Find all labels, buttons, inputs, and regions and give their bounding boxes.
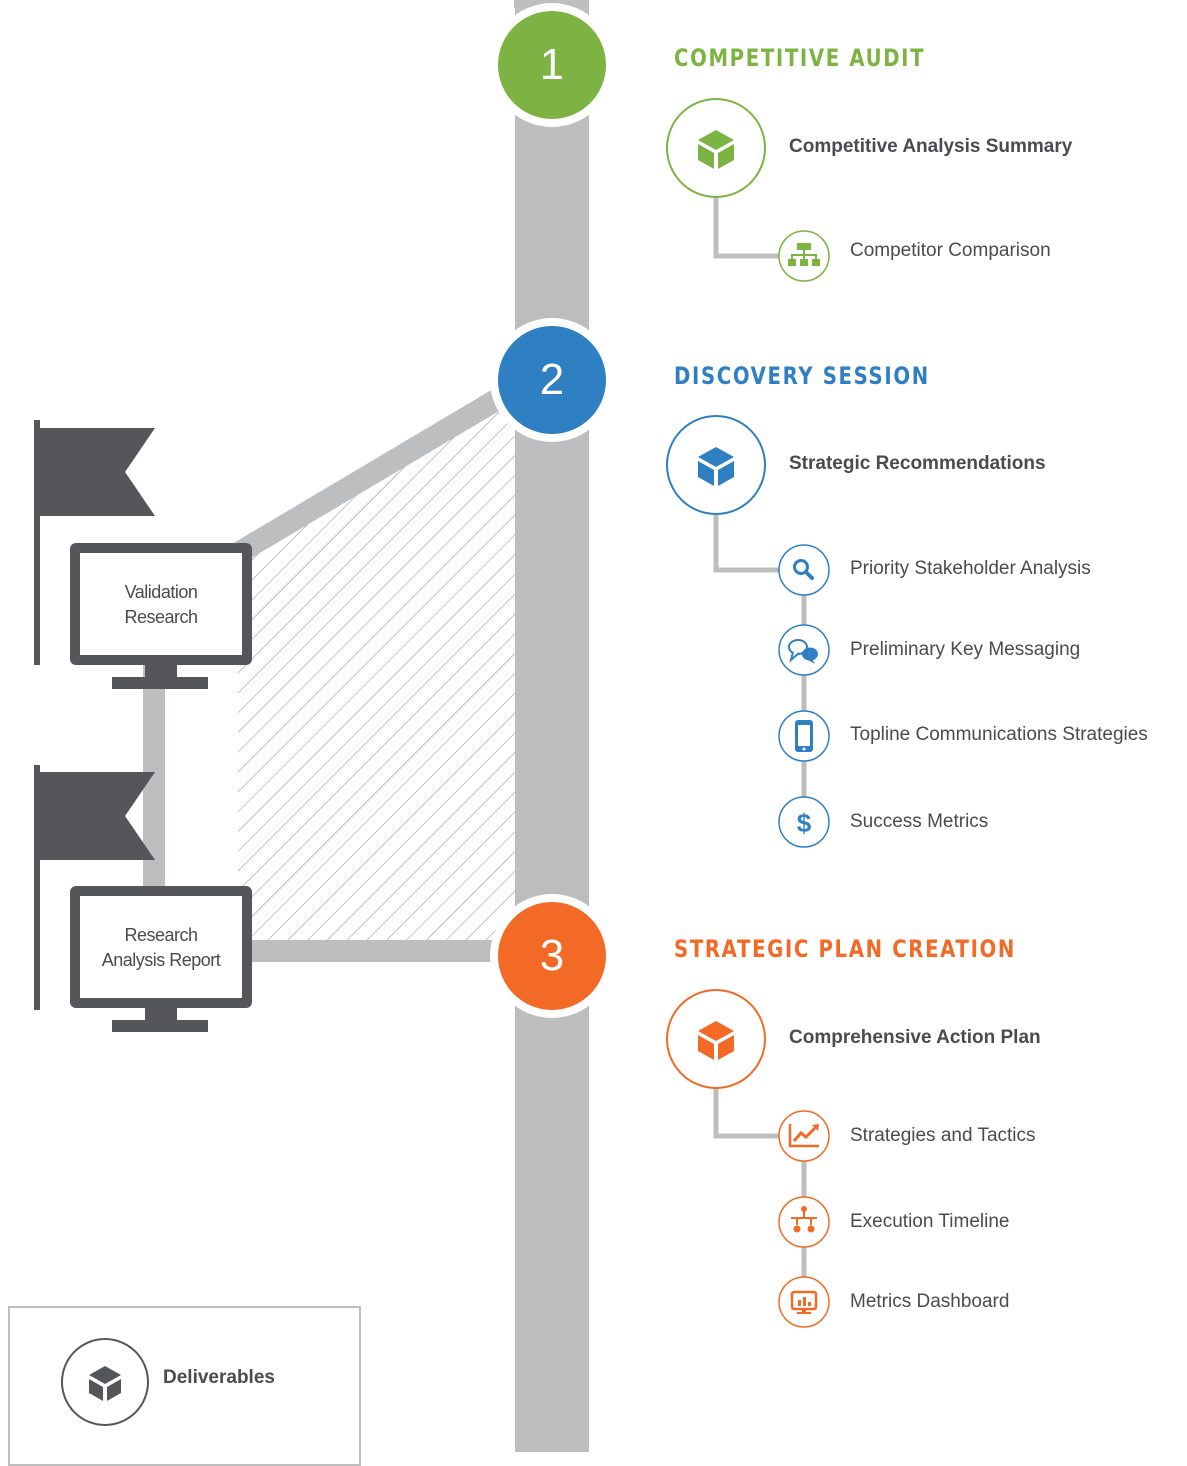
smartphone-icon xyxy=(795,720,813,752)
item-2-4-badge: $ xyxy=(778,796,830,848)
flag-icon-top xyxy=(34,420,155,665)
stage-3-number: 3 xyxy=(539,931,565,980)
timeline-bar xyxy=(515,0,589,1452)
monitor-icon-bottom xyxy=(70,886,252,1032)
stage-2-title: DISCOVERY SESSION xyxy=(674,362,930,390)
deliverable-3-label: Comprehensive Action Plan xyxy=(789,1027,1041,1048)
item-3-2-label: Execution Timeline xyxy=(850,1211,1010,1232)
item-2-2-badge xyxy=(778,624,830,676)
item-2-2-label: Preliminary Key Messaging xyxy=(850,639,1081,660)
item-3-3-label: Metrics Dashboard xyxy=(850,1291,1010,1312)
research-analysis-report-label: Research Analysis Report xyxy=(80,923,242,973)
item-1-1-label: Competitor Comparison xyxy=(850,240,1051,261)
stage-3-title: STRATEGIC PLAN CREATION xyxy=(674,935,1017,963)
research-connector-top xyxy=(234,390,502,562)
stage-2-connector xyxy=(713,515,780,573)
item-2-1-badge xyxy=(778,544,830,596)
flag-icon-bottom xyxy=(34,765,155,1010)
item-3-3-badge xyxy=(778,1276,830,1328)
deliverable-3-badge xyxy=(666,989,766,1089)
research-hatch-area xyxy=(238,395,515,945)
validation-research-line-2: Research xyxy=(124,607,198,627)
stage-3-circle xyxy=(498,902,606,1010)
magnifier-icon xyxy=(793,559,814,580)
item-1-1-badge xyxy=(778,230,830,282)
legend-badge xyxy=(61,1338,149,1426)
research-connector-bottom xyxy=(240,940,510,962)
monitor-icon-top xyxy=(70,543,252,689)
dollar-icon: $ xyxy=(797,808,812,838)
research-analysis-line-1: Research xyxy=(124,925,198,945)
validation-research-label: Validation Research xyxy=(80,580,242,630)
stage-1-title: COMPETITIVE AUDIT xyxy=(674,44,926,72)
hierarchy-icon xyxy=(791,1206,817,1233)
stage-1-connector xyxy=(713,198,780,259)
cube-icon xyxy=(89,1366,121,1401)
stage-2-number: 2 xyxy=(539,355,565,404)
deliverable-2-badge xyxy=(666,415,766,515)
legend-label: Deliverables xyxy=(163,1367,275,1388)
item-3-1-label: Strategies and Tactics xyxy=(850,1125,1036,1146)
chat-bubbles-icon xyxy=(788,639,818,664)
item-3-2-badge xyxy=(778,1196,830,1248)
item-3-1-badge xyxy=(778,1110,830,1162)
item-2-4-label: Success Metrics xyxy=(850,811,989,832)
deliverable-1-badge xyxy=(666,98,766,198)
trend-chart-icon xyxy=(788,1124,819,1148)
stage-3-connector xyxy=(713,1087,780,1139)
dashboard-icon xyxy=(790,1290,818,1314)
item-2-3-badge xyxy=(778,710,830,762)
deliverable-2-label: Strategic Recommendations xyxy=(789,453,1046,474)
deliverable-1-label: Competitive Analysis Summary xyxy=(789,136,1073,157)
validation-research-line-1: Validation xyxy=(124,582,198,602)
stage-2-circle xyxy=(498,326,606,434)
cube-icon xyxy=(698,447,734,486)
research-analysis-line-2: Analysis Report xyxy=(101,950,221,970)
cube-icon xyxy=(698,130,734,169)
item-2-3-label: Topline Communications Strategies xyxy=(850,724,1148,745)
item-2-1-label: Priority Stakeholder Analysis xyxy=(850,558,1091,579)
stage-1-circle xyxy=(498,11,606,119)
research-vertical-link xyxy=(143,664,165,892)
org-chart-icon xyxy=(788,243,820,266)
cube-icon xyxy=(698,1021,734,1060)
stage-1-number: 1 xyxy=(539,40,565,89)
